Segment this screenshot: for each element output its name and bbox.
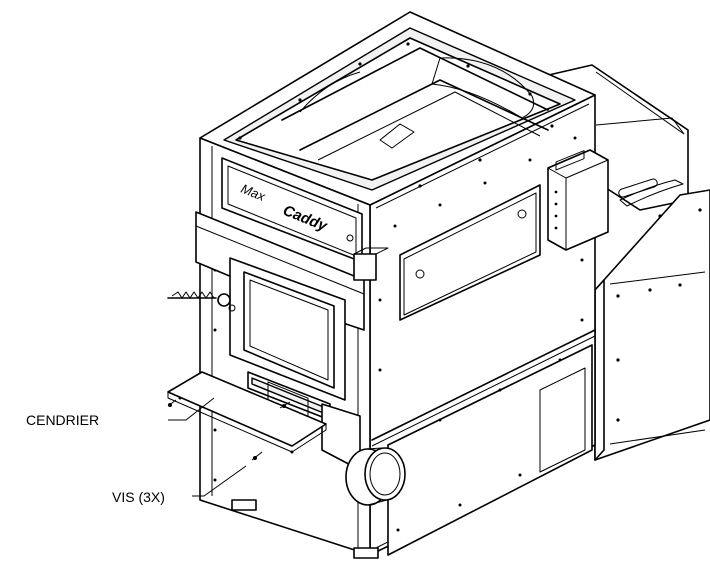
hopper-divider	[281, 47, 549, 121]
ash-pan	[167, 371, 327, 454]
nameplate-knob	[346, 234, 354, 242]
air-inlet-collar	[345, 447, 406, 506]
cabinet-feet	[231, 499, 379, 559]
door-handle	[167, 291, 236, 312]
upper-panel-knob	[415, 269, 425, 279]
control-box	[547, 149, 609, 251]
rear-duct	[594, 189, 710, 461]
logo-nameplate: Max Caddy	[221, 157, 363, 263]
lower-access-door	[387, 344, 593, 556]
loading-door	[229, 257, 346, 401]
leader-line-screws	[192, 465, 247, 497]
label-screws: VIS (3X)	[112, 489, 165, 505]
side-bracket	[353, 247, 389, 281]
upper-side-access-panel	[399, 184, 541, 321]
hopper-auger	[431, 57, 535, 119]
rear-handle	[618, 178, 658, 198]
screw-set	[167, 399, 291, 461]
screw	[251, 451, 263, 461]
label-ash-pan: CENDRIER	[26, 412, 99, 428]
hopper-top-frame	[199, 11, 596, 206]
control-display	[555, 150, 585, 171]
callout-screws: VIS (3X)	[112, 465, 247, 505]
screw	[279, 401, 291, 409]
ash-drawer-opening	[247, 371, 331, 427]
callout-ash-pan: CENDRIER	[26, 397, 215, 428]
screw	[167, 399, 177, 407]
upper-panel-knob-2	[517, 209, 527, 219]
door-window	[243, 271, 335, 389]
leader-line-ash-pan	[168, 397, 215, 421]
lower-inner-door	[539, 367, 586, 473]
cabinet-side-panel	[369, 94, 596, 556]
